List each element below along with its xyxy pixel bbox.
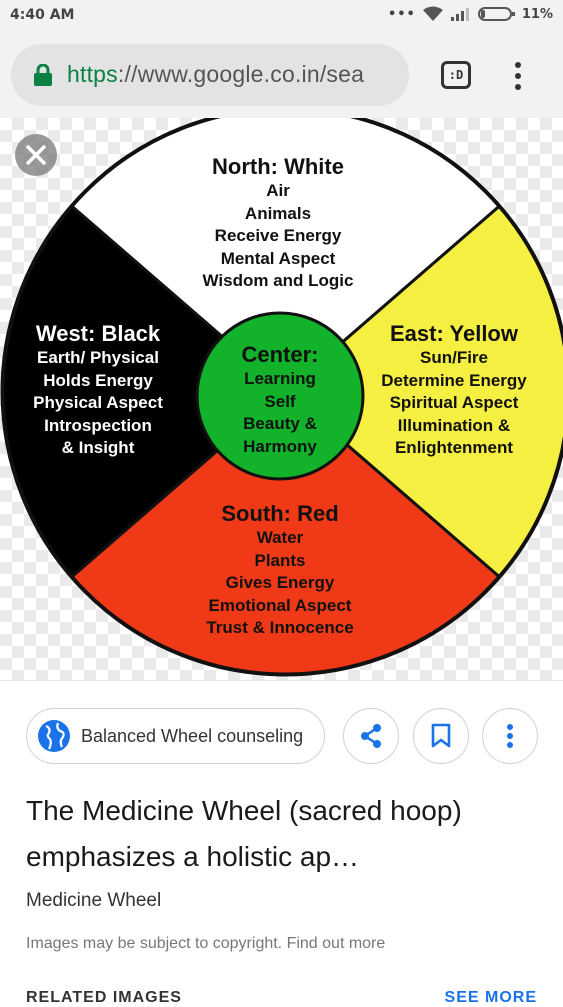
battery-percent: 11%	[522, 7, 553, 22]
wheel-north-line: Air	[178, 180, 378, 203]
wheel-north-line: Animals	[178, 203, 378, 226]
wheel-west-line: Holds Energy	[18, 370, 178, 393]
wheel-east-title: East: Yellow	[366, 321, 542, 347]
source-label: Balanced Wheel counseling	[81, 726, 303, 747]
share-button[interactable]	[343, 708, 399, 764]
image-viewer: North: White Air Animals Receive Energy …	[0, 118, 563, 680]
globe-icon	[37, 719, 71, 753]
bookmark-button[interactable]	[413, 708, 469, 764]
url-bar[interactable]: https://www.google.co.in/sea	[11, 44, 409, 106]
image-info-panel: Balanced Wheel counseling The Medicine W…	[0, 680, 563, 1000]
wheel-south-text: South: Red Water Plants Gives Energy Emo…	[174, 501, 386, 640]
url-text: https://www.google.co.in/sea	[67, 61, 364, 88]
wheel-east-line: Sun/Fire	[366, 347, 542, 370]
wheel-center-line: Self	[210, 391, 350, 414]
wheel-north-line: Mental Aspect	[178, 248, 378, 271]
wheel-west-text: West: Black Earth/ Physical Holds Energy…	[18, 321, 178, 460]
copyright-notice[interactable]: Images may be subject to copyright. Find…	[26, 935, 385, 953]
source-chip[interactable]: Balanced Wheel counseling	[26, 708, 325, 764]
wheel-east-line: Determine Energy	[366, 370, 542, 393]
wheel-east-line: Illumination &	[366, 415, 542, 438]
wheel-center-line: Beauty &	[210, 413, 350, 436]
wheel-west-title: West: Black	[18, 321, 178, 347]
more-button[interactable]	[482, 708, 538, 764]
wheel-south-title: South: Red	[174, 501, 386, 527]
wheel-west-line: Physical Aspect	[18, 392, 178, 415]
url-fade	[369, 44, 409, 106]
close-icon	[15, 134, 57, 176]
status-time: 4:40 AM	[10, 7, 74, 23]
status-icons: ••• 11%	[388, 6, 553, 22]
browser-toolbar: https://www.google.co.in/sea :D	[0, 34, 563, 118]
wheel-center-line: Harmony	[210, 436, 350, 459]
notification-dots-icon: •••	[388, 7, 416, 22]
result-site: Medicine Wheel	[26, 890, 161, 912]
wifi-icon	[422, 6, 444, 22]
related-images-label: RELATED IMAGES	[26, 989, 182, 1007]
wheel-south-line: Water	[174, 527, 386, 550]
wheel-south-line: Emotional Aspect	[174, 595, 386, 618]
wheel-north-text: North: White Air Animals Receive Energy …	[178, 154, 378, 293]
wheel-north-line: Wisdom and Logic	[178, 270, 378, 293]
wheel-center-text: Center: Learning Self Beauty & Harmony	[210, 342, 350, 458]
wheel-north-line: Receive Energy	[178, 225, 378, 248]
wheel-west-line: Earth/ Physical	[18, 347, 178, 370]
wheel-east-line: Spiritual Aspect	[366, 392, 542, 415]
share-icon	[358, 723, 384, 749]
lock-icon	[33, 64, 53, 86]
wheel-south-line: Gives Energy	[174, 572, 386, 595]
wheel-west-line: Introspection	[18, 415, 178, 438]
close-button[interactable]	[15, 134, 57, 176]
wheel-center-title: Center:	[210, 342, 350, 368]
more-icon	[505, 723, 515, 749]
wheel-north-title: North: White	[178, 154, 378, 180]
wheel-center-line: Learning	[210, 368, 350, 391]
wheel-east-line: Enlightenment	[366, 437, 542, 460]
url-rest: ://www.google.co.in/sea	[118, 61, 364, 87]
overflow-menu-icon[interactable]	[505, 56, 531, 96]
wheel-south-line: Trust & Innocence	[174, 617, 386, 640]
url-scheme: https	[67, 61, 118, 87]
battery-icon	[478, 6, 516, 22]
result-title[interactable]: The Medicine Wheel (sacred hoop) emphasi…	[26, 788, 546, 880]
signal-icon	[450, 6, 472, 22]
see-more-link[interactable]: SEE MORE	[445, 989, 537, 1007]
wheel-south-line: Plants	[174, 550, 386, 573]
wheel-east-text: East: Yellow Sun/Fire Determine Energy S…	[366, 321, 542, 460]
status-bar: 4:40 AM ••• 11%	[0, 0, 563, 34]
bookmark-icon	[430, 723, 452, 749]
wheel-west-line: & Insight	[18, 437, 178, 460]
tab-switcher-icon[interactable]: :D	[441, 61, 471, 89]
